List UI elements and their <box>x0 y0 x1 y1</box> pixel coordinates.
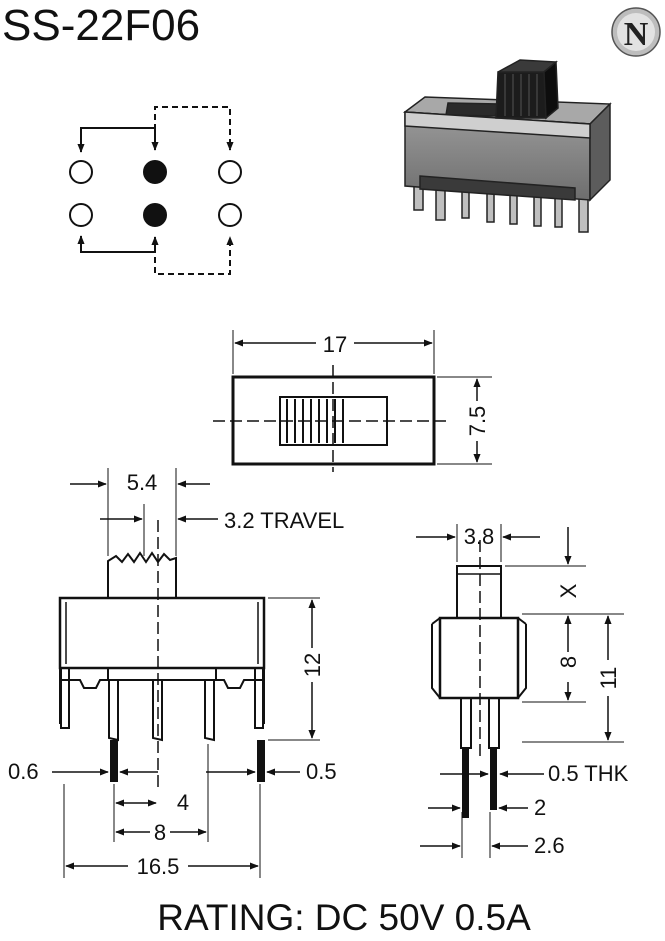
front-pin-right <box>204 680 215 742</box>
dim-total-height-label: 11 <box>596 667 621 690</box>
dashed-link-top <box>154 106 234 151</box>
dim-length-label: 17 <box>323 332 347 357</box>
dim-actuator-thickness-label: 3.8 <box>464 524 495 549</box>
dim-pin-width-left-label: 0.6 <box>8 759 39 784</box>
front-view: 5.4 3.2 TRAVEL 12 0.6 0.5 4 8 16.5 <box>8 468 344 879</box>
dim-height-label: 12 <box>300 653 325 677</box>
dim-body-height-label: 8 <box>556 656 581 668</box>
dim-overall-width-label: 16.5 <box>137 854 180 879</box>
side-pin-tip-right <box>490 748 497 810</box>
solid-link-top <box>77 127 159 153</box>
solid-link-bottom <box>77 235 159 253</box>
front-actuator <box>107 551 177 598</box>
dim-actuator-width-label: 5.4 <box>127 470 158 495</box>
front-pin-center <box>152 680 163 742</box>
terminal-outer-bottom-left <box>69 203 93 227</box>
dim-pin-spacing-label: 2 <box>534 795 546 820</box>
dim-actuator-height-label: X <box>556 583 581 598</box>
dashed-link-bottom <box>154 236 234 275</box>
dim-travel-label: 3.2 TRAVEL <box>224 508 344 533</box>
dim-pitch-label: 4 <box>177 790 189 815</box>
switch-product-illustration <box>402 59 612 233</box>
side-body <box>438 616 520 700</box>
terminal-outer-top-right <box>218 160 242 184</box>
terminal-common-top <box>143 160 167 184</box>
dim-width-label: 7.5 <box>465 406 490 437</box>
terminal-common-bottom <box>143 203 167 227</box>
top-view: 17 7.5 <box>213 330 492 472</box>
side-view: 3.8 X 8 11 0.5 THK 2 2.6 <box>416 524 629 858</box>
part-number-title: SS-22F06 <box>2 1 200 50</box>
dim-pin-width-right-label: 0.5 <box>306 759 337 784</box>
front-leg-tip-right <box>257 740 265 782</box>
dim-outer-pin-label: 8 <box>154 820 166 845</box>
front-leg-tip-left <box>110 740 118 782</box>
manufacturer-logo: N <box>611 7 661 57</box>
terminal-outer-bottom-right <box>218 203 242 227</box>
electrical-rating: RATING: DC 50V 0.5A <box>157 897 531 938</box>
circuit-schematic <box>69 106 242 275</box>
front-pin-left <box>108 680 119 742</box>
side-pin-tip-left <box>462 748 469 818</box>
logo-letter: N <box>624 16 649 53</box>
terminal-outer-top-left <box>69 160 93 184</box>
front-body <box>58 596 266 670</box>
dim-pin-thickness-label: 0.5 THK <box>548 761 629 786</box>
dim-leg-spacing-label: 2.6 <box>534 833 565 858</box>
